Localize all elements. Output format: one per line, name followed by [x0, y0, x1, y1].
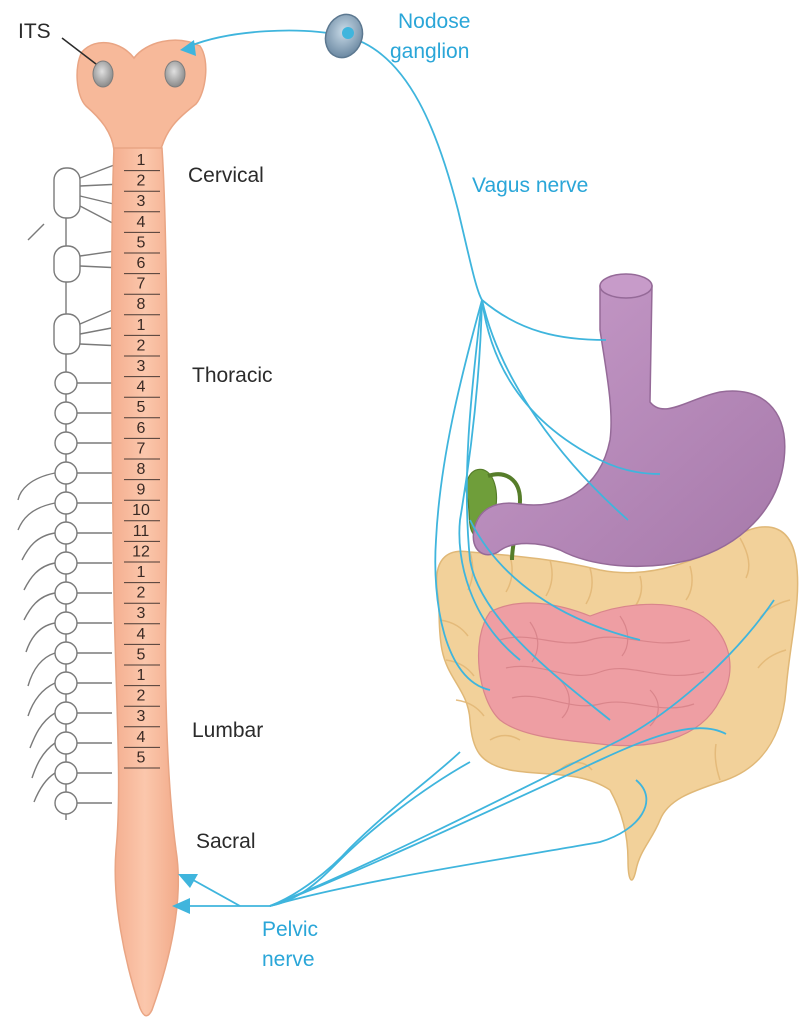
cervical-segment-6: 6 [137, 255, 146, 272]
cervical-segment-5: 5 [137, 234, 146, 251]
cervical-segment-2: 2 [137, 173, 146, 190]
pelvic-nerve-label-line1: Pelvic [262, 918, 318, 941]
thoracic-segment-10: 10 [132, 502, 150, 519]
chain-ganglion [55, 432, 77, 454]
its-label: ITS [18, 20, 51, 43]
chain-ganglion [55, 492, 77, 514]
cervical-ganglion-middle [54, 246, 80, 282]
sacral-segment-4: 4 [137, 729, 146, 746]
sympathetic-chain [18, 162, 122, 820]
thoracic-label: Thoracic [192, 364, 273, 387]
thoracic-segment-6: 6 [137, 420, 146, 437]
nodose-ganglion-label-line2: ganglion [390, 40, 469, 63]
chain-ganglion [55, 732, 77, 754]
lumbar-segment-2: 2 [137, 585, 146, 602]
lumbar-segment-3: 3 [137, 605, 146, 622]
sacral-label: Sacral [196, 830, 256, 853]
esophagus-top [600, 274, 652, 298]
sacral-segment-5: 5 [137, 749, 146, 766]
chain-ganglion [55, 672, 77, 694]
cervical-ganglion-superior [54, 168, 80, 218]
thoracic-segment-12: 12 [132, 543, 150, 560]
chain-ganglion [55, 762, 77, 784]
cervical-segment-3: 3 [137, 193, 146, 210]
chain-ganglion [55, 612, 77, 634]
brainstem [77, 40, 206, 150]
vagus-central-branch [190, 31, 344, 46]
its-nucleus-left [93, 61, 113, 87]
lumbar-label: Lumbar [192, 719, 263, 742]
lumbar-segment-5: 5 [137, 646, 146, 663]
chain-ganglion [55, 702, 77, 724]
chain-ganglion [55, 522, 77, 544]
cervical-ganglion-inferior [54, 314, 80, 354]
lumbar-segment-4: 4 [137, 626, 146, 643]
thoracic-segment-3: 3 [137, 358, 146, 375]
vagus-trunk [344, 36, 482, 300]
cervical-segment-1: 1 [137, 152, 146, 169]
small-intestine [479, 603, 730, 746]
nodose-ganglion [320, 9, 369, 63]
thoracic-segment-4: 4 [137, 379, 146, 396]
nodose-ganglion-label-line1: Nodose [398, 10, 470, 33]
thoracic-segment-8: 8 [137, 461, 146, 478]
thoracic-segment-11: 11 [133, 523, 150, 540]
lumbar-segment-1: 1 [137, 564, 146, 581]
chain-ganglion [55, 642, 77, 664]
thoracic-segment-7: 7 [137, 440, 146, 457]
chain-ganglion [55, 552, 77, 574]
pelvic-nerve-label-line2: nerve [262, 948, 315, 971]
thoracic-segment-5: 5 [137, 399, 146, 416]
sacral-segment-2: 2 [137, 688, 146, 705]
chain-ganglion [55, 402, 77, 424]
cervical-segment-4: 4 [137, 214, 146, 231]
thoracic-segment-9: 9 [137, 482, 146, 499]
vagus-nerve-label: Vagus nerve [472, 174, 588, 197]
cervical-segment-8: 8 [137, 296, 146, 313]
thoracic-segment-1: 1 [137, 317, 146, 334]
cervical-label: Cervical [188, 164, 264, 187]
thoracic-segment-2: 2 [137, 337, 146, 354]
stomach [473, 286, 784, 566]
sacral-segment-1: 1 [137, 667, 146, 684]
sacral-segment-3: 3 [137, 708, 146, 725]
chain-ganglion [55, 792, 77, 814]
chain-ganglion [55, 582, 77, 604]
chain-ganglion [55, 372, 77, 394]
gi-organs [437, 274, 798, 880]
cervical-segment-7: 7 [137, 276, 146, 293]
chain-ganglion [55, 462, 77, 484]
its-nucleus-right [165, 61, 185, 87]
